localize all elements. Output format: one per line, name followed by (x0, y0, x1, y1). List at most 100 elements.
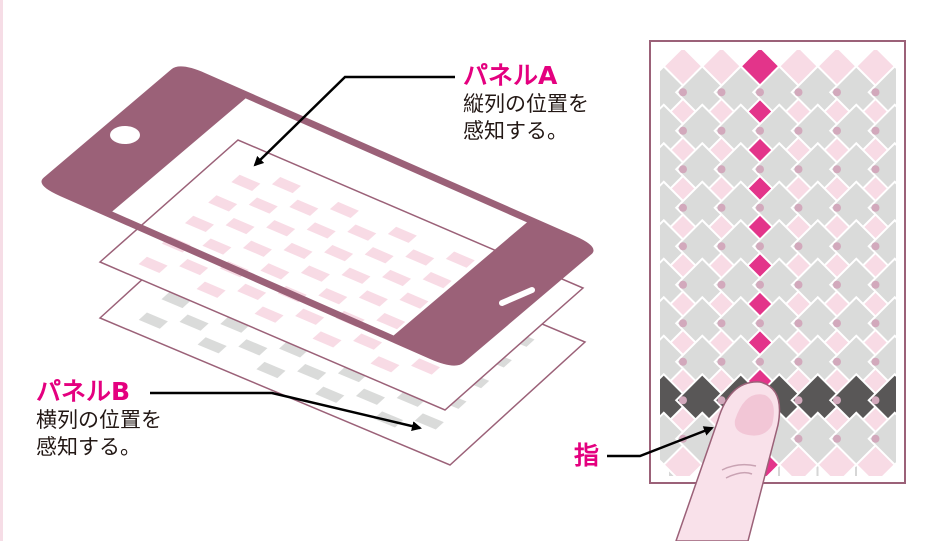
sheet-cell (179, 314, 209, 331)
intersection-dot (794, 126, 803, 135)
sheet-cell (242, 240, 272, 257)
intersection-dot (679, 319, 687, 328)
sheet-cell (196, 281, 226, 298)
intersection-dot (871, 434, 880, 443)
intersection-dot (717, 126, 726, 135)
panel-a-desc-2: 感知する。 (463, 118, 568, 143)
intersection-dot (871, 242, 880, 251)
sheet-cell (337, 365, 367, 383)
sheet-cell (256, 361, 286, 379)
sheet-cell (138, 256, 168, 273)
panel-b-title: パネルB (36, 377, 131, 406)
intersection-dot (833, 280, 841, 289)
sheet-cell (179, 258, 209, 276)
intersection-dot (756, 126, 764, 135)
panel-b-desc-1: 横列の位置を (36, 408, 162, 433)
intersection-dot (679, 357, 687, 366)
sheet-cell (387, 226, 417, 243)
sheet-cell (283, 242, 313, 260)
row-diamond (867, 411, 896, 467)
intersection-dot (833, 165, 841, 174)
sheet-cell (318, 288, 348, 305)
panel-a-title: パネルA (463, 61, 558, 90)
panel-b-arrow (150, 391, 422, 432)
intersection-dot (794, 203, 803, 212)
panel-b-label: パネルB 横列の位置を 感知する。 (36, 376, 162, 460)
intersection-dot (756, 88, 764, 97)
finger-label: 指 (574, 441, 600, 470)
intersection-dot (717, 319, 726, 328)
sheet-cell (364, 247, 394, 264)
sheet-cell (260, 263, 290, 280)
sheet-cell (220, 316, 250, 333)
intersection-dot (717, 88, 726, 97)
sheet-cell (208, 195, 238, 212)
sheet-cell (324, 244, 354, 262)
intersection-dot (871, 396, 880, 405)
intersection-dot (756, 357, 764, 366)
intersection-dot (717, 165, 726, 174)
sheet-cell (445, 251, 475, 268)
smartphone (41, 66, 594, 366)
intersection-dot (679, 242, 687, 251)
sheet-cell (347, 224, 377, 241)
sheet-cell (225, 217, 255, 235)
sheet-cell (248, 197, 278, 214)
intersection-dot (717, 280, 726, 289)
intersection-dot (794, 88, 803, 97)
intersection-dot (833, 242, 841, 251)
sheet-cell (271, 176, 301, 194)
sheet-cell (376, 313, 406, 330)
sheet-cell (306, 222, 336, 239)
row-diamond (828, 411, 884, 467)
intersection-dot (679, 396, 687, 405)
intersection-dot (833, 396, 841, 405)
phone-camera (110, 126, 140, 144)
sheet-cell (138, 312, 168, 329)
intersection-dot (871, 357, 880, 366)
finger (675, 381, 781, 541)
intersection-dot (871, 126, 880, 135)
intersection-dot (871, 165, 880, 174)
sheet-cell (295, 308, 325, 325)
sheet-cell (297, 363, 327, 381)
intersection-dot (756, 203, 764, 212)
sheet-cell (355, 388, 386, 405)
intersection-dot (717, 242, 726, 251)
intersection-dot (717, 357, 726, 366)
intersection-dot (871, 280, 880, 289)
intersection-dot (679, 165, 687, 174)
sheet-cell (279, 341, 309, 358)
finger-arrow (607, 426, 714, 458)
sheet-cell (411, 358, 441, 375)
intersection-dot (833, 357, 841, 366)
sheet-cell (289, 199, 319, 216)
panel-a-arrow (253, 75, 455, 167)
intersection-dot (871, 88, 880, 97)
left-edge (0, 0, 3, 541)
sheet-cell (414, 413, 444, 430)
intersection-dot (871, 319, 880, 328)
intersection-dot (794, 396, 803, 405)
sheet-cell (202, 238, 232, 255)
sheet-cell (358, 290, 388, 307)
intersection-dot (794, 434, 803, 443)
intersection-dot (833, 434, 841, 443)
intersection-dot (833, 203, 841, 212)
sheet-cell (370, 356, 400, 373)
sheet-cell (238, 339, 268, 356)
sheet-cell (341, 267, 371, 284)
intersection-dot (794, 165, 803, 174)
intersection-dot (833, 319, 841, 328)
sheet-cell (254, 306, 284, 323)
sheet-cell (266, 220, 296, 237)
intersection-dot (679, 280, 687, 289)
sheet-cell (405, 249, 435, 266)
panel-a-label: パネルA 縦列の位置を 感知する。 (463, 60, 589, 144)
sheet-cell (185, 215, 214, 232)
sheet-cell (353, 333, 383, 350)
sheet-cell (300, 265, 330, 282)
sensor-grid (660, 50, 896, 476)
sheet-cell (315, 386, 345, 403)
